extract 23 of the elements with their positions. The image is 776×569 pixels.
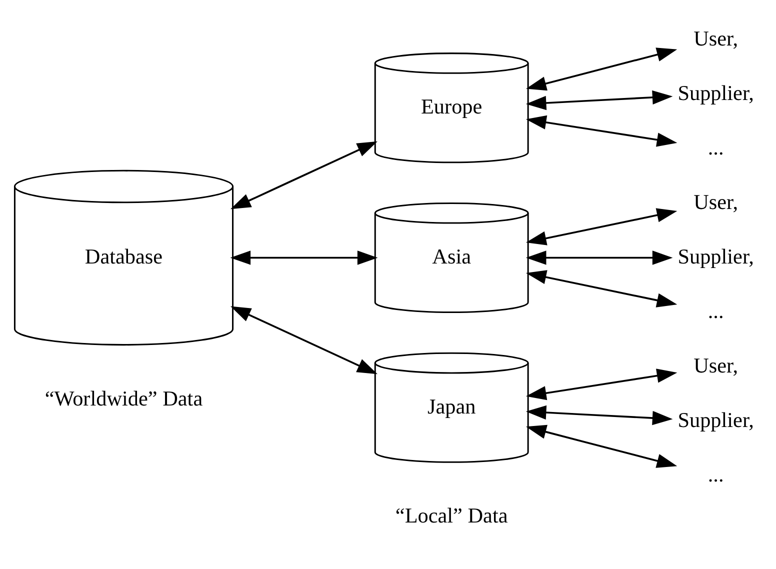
node-text: Supplier,	[678, 407, 754, 432]
arrow	[526, 270, 678, 307]
node-text: Supplier,	[678, 244, 754, 268]
arrow	[230, 306, 378, 374]
node-text: User,	[694, 352, 738, 377]
node-text: Supplier,	[678, 80, 754, 104]
arrow	[526, 114, 678, 146]
arrow	[526, 368, 678, 400]
arrow	[526, 404, 673, 425]
node-text: ...	[708, 298, 724, 322]
label: “Local” Data	[395, 502, 508, 527]
arrow	[526, 90, 673, 110]
arrow	[526, 424, 678, 468]
node-text: ...	[708, 134, 724, 159]
label: “Worldwide” Data	[44, 386, 203, 410]
arrow	[230, 250, 378, 264]
arrow	[526, 208, 678, 245]
arrow	[526, 250, 673, 264]
node-text: User,	[694, 26, 738, 50]
node-text: ...	[708, 462, 724, 486]
node-text: User,	[694, 189, 738, 214]
arrow	[230, 140, 378, 209]
arrow	[526, 47, 678, 90]
